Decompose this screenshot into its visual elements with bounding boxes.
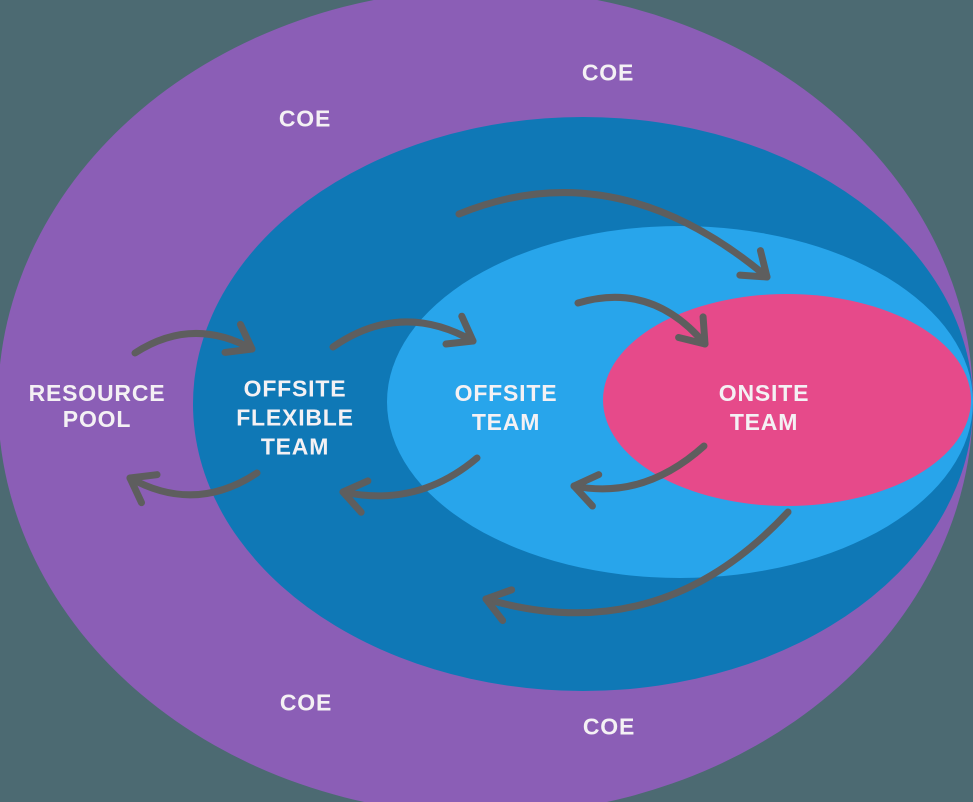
arrow-flexible-to-offsite — [329, 312, 477, 351]
arrow-offsite-to-onsite — [574, 293, 709, 348]
onsite-team-label: ONSITE TEAM — [719, 379, 809, 437]
arrow-onsite-to-offsite — [570, 442, 708, 510]
offsite-flexible-team-label-line3: TEAM — [260, 433, 330, 460]
resource-pool-label: RESOURCE POOL — [29, 380, 166, 432]
offsite-team-label-line1: OFFSITE — [454, 380, 558, 406]
resource-pool-label-line2: POOL — [62, 406, 132, 432]
coe-label-top-left: COE — [278, 105, 332, 132]
arrow-pool-to-flexible — [131, 320, 256, 357]
offsite-flexible-team-label-line1: OFFSITE — [243, 375, 347, 402]
arrow-flexible-to-pool — [126, 469, 261, 507]
offsite-flexible-team-label: OFFSITE FLEXIBLE TEAM — [236, 375, 354, 462]
onsite-team-label-line1: ONSITE — [718, 380, 810, 406]
offsite-flexible-team-label-line2: FLEXIBLE — [236, 404, 354, 431]
offsite-team-label: OFFSITE TEAM — [455, 379, 558, 437]
resource-pool-label-line1: RESOURCE — [28, 380, 166, 406]
offsite-team-label-line2: TEAM — [471, 409, 541, 435]
coe-label-bottom-left: COE — [279, 689, 333, 716]
arrow-long-inward — [455, 189, 771, 281]
arrow-long-outward — [482, 508, 792, 625]
arrow-offsite-to-flexible — [339, 454, 481, 516]
onsite-team-label-line2: TEAM — [729, 409, 799, 435]
coe-label-bottom-right: COE — [582, 713, 636, 740]
coe-label-top-right: COE — [581, 59, 635, 86]
